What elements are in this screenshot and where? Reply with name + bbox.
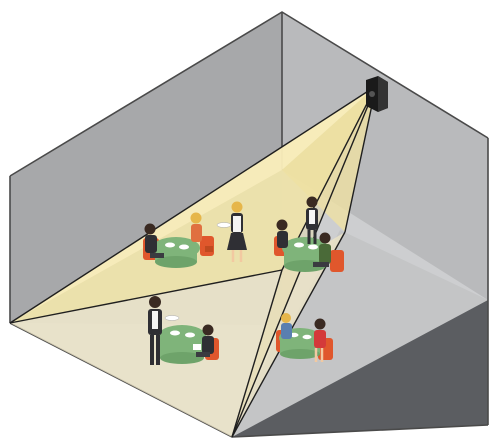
ceiling-mounted-sensor	[366, 76, 388, 112]
